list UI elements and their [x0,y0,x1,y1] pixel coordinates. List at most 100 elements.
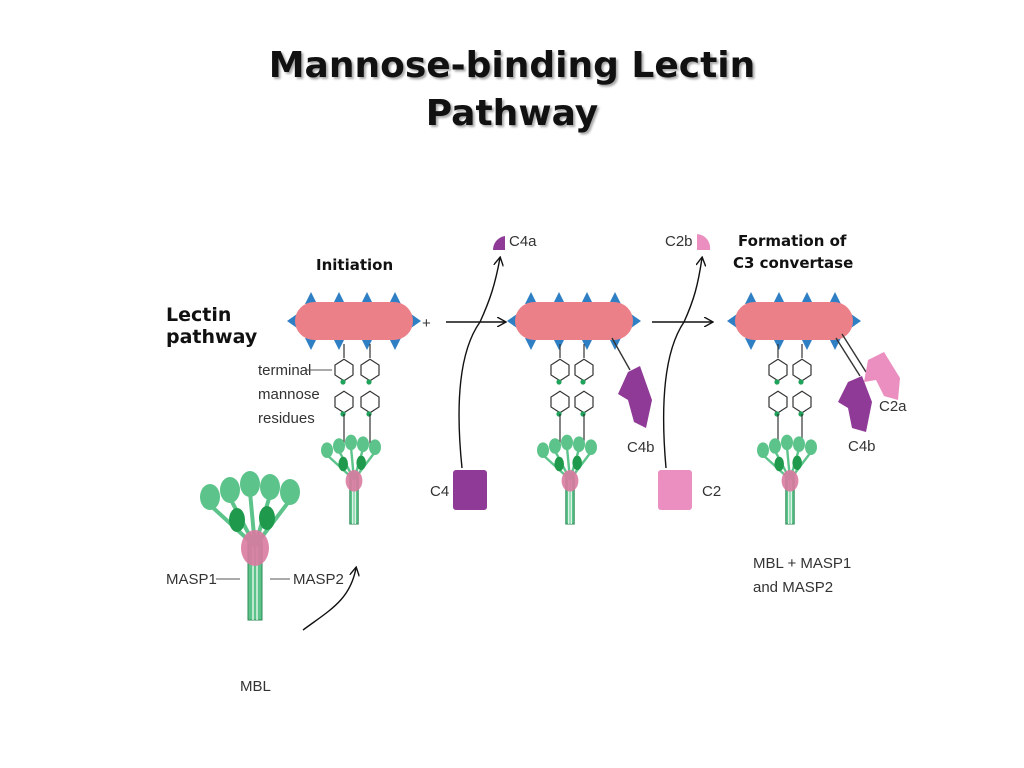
mannose-dot [366,379,372,385]
mbl-head [280,479,300,505]
bacterial-surface-1 [287,292,421,350]
bacterial-surface-2 [507,292,641,350]
c4-label: C4 [430,483,449,500]
terminal-label-line-3: residues [258,410,315,427]
mannose-triangle-icon [305,338,317,350]
formation-label-line-1: Formation of [738,232,847,250]
c2a-label: C2a [879,398,907,415]
mannose-triangle-icon [305,292,317,304]
sugar-ring-icon [550,358,570,382]
sugar-chain [792,344,812,445]
mannose-dot [580,411,586,417]
terminal-label-line-1: terminal [258,362,311,379]
arrow-c4-cleavage [458,258,500,469]
pathway-label-line-1: Lectin [166,304,231,326]
terminal-label-line-2: mannose [258,386,320,403]
masp-complex [561,470,579,492]
sugar-ring-icon [334,390,354,414]
mbl-head [321,442,333,459]
masp-complex [345,470,363,492]
mbl-head [260,474,280,500]
mbl-head [549,438,561,454]
mbl-head [240,471,260,497]
arrow-mbl-to-initiation [302,568,356,631]
sugar-chain [550,344,570,445]
mannose-triangle-icon [773,338,785,350]
bacterium-body [295,302,413,340]
c4b2a-tether [841,333,867,373]
pathway-label-line-2: pathway [166,326,258,348]
mannose-dot [798,379,804,385]
c2-label: C2 [702,483,721,500]
mbl-molecule-initiation [321,434,381,525]
mannose-triangle-icon [581,292,593,304]
mbl-head [561,434,573,451]
c4a-fragment-icon [492,236,505,250]
mannose-triangle-icon [553,338,565,350]
mbl-inner-head [229,508,245,532]
sugar-chain [360,344,380,445]
mannose-triangle-icon [851,314,861,328]
sugar-chain [334,344,354,445]
sugar-chain [574,344,594,445]
mbl-head [369,439,381,456]
mannose-triangle-icon [581,338,593,350]
mbl-head [793,436,805,453]
sugar-ring-icon [768,390,788,414]
mbl-inner-head [259,506,275,530]
mbl-inner-head [572,455,582,470]
c4-component [453,470,487,510]
mannose-triangle-icon [609,292,621,304]
c4a-label: C4a [509,233,537,250]
mannose-dot [556,411,562,417]
mannose-dot [774,411,780,417]
mannose-triangle-icon [525,292,537,304]
mannose-triangle-icon [333,292,345,304]
mannose-triangle-icon [389,338,401,350]
plus-sign: + [422,315,431,332]
sugar-ring-icon [792,358,812,382]
formation-label-line-2: C3 convertase [733,254,853,272]
c4b2a-tether [835,337,861,377]
mbl-head [573,436,585,453]
masp1-label: MASP1 [166,571,217,588]
mannose-triangle-icon [361,292,373,304]
mbl-inner-head [338,456,349,472]
sugar-ring-icon [334,358,354,382]
initiation-label: Initiation [316,256,393,274]
mbl-inner-head [792,455,802,470]
mbl-inner-head [554,456,564,472]
title-line-1: Mannose-binding Lectin [268,45,756,86]
mannose-triangle-icon [333,338,345,350]
mannose-triangle-icon [773,292,785,304]
c4b-component-right [838,376,872,432]
sugar-ring-icon [360,358,380,382]
bacterial-surface-3 [727,292,861,350]
mannose-triangle-icon [801,292,813,304]
mannose-dot [798,411,804,417]
c2b-fragment-icon [697,234,711,250]
masp-complex [241,530,269,566]
mannose-dot [774,379,780,385]
mannose-dot [580,379,586,385]
masp-complex [781,470,799,492]
mannose-triangle-icon [829,292,841,304]
mannose-triangle-icon [389,292,401,304]
mannose-triangle-icon [553,292,565,304]
mbl-molecule-middle [537,434,597,525]
mbl-head [357,436,369,453]
mbl-molecule-right [757,434,817,525]
mannose-dot [340,379,346,385]
mannose-triangle-icon [525,338,537,350]
bacterium-body [735,302,853,340]
mbl-head [333,438,345,454]
sugar-chain [768,344,788,445]
mbl-head [200,484,220,510]
sugar-ring-icon [574,358,594,382]
sugar-ring-icon [792,390,812,414]
sugar-ring-icon [360,390,380,414]
mannose-dot [366,411,372,417]
complex-label-line-2: and MASP2 [753,579,833,596]
mbl-head [757,442,769,459]
